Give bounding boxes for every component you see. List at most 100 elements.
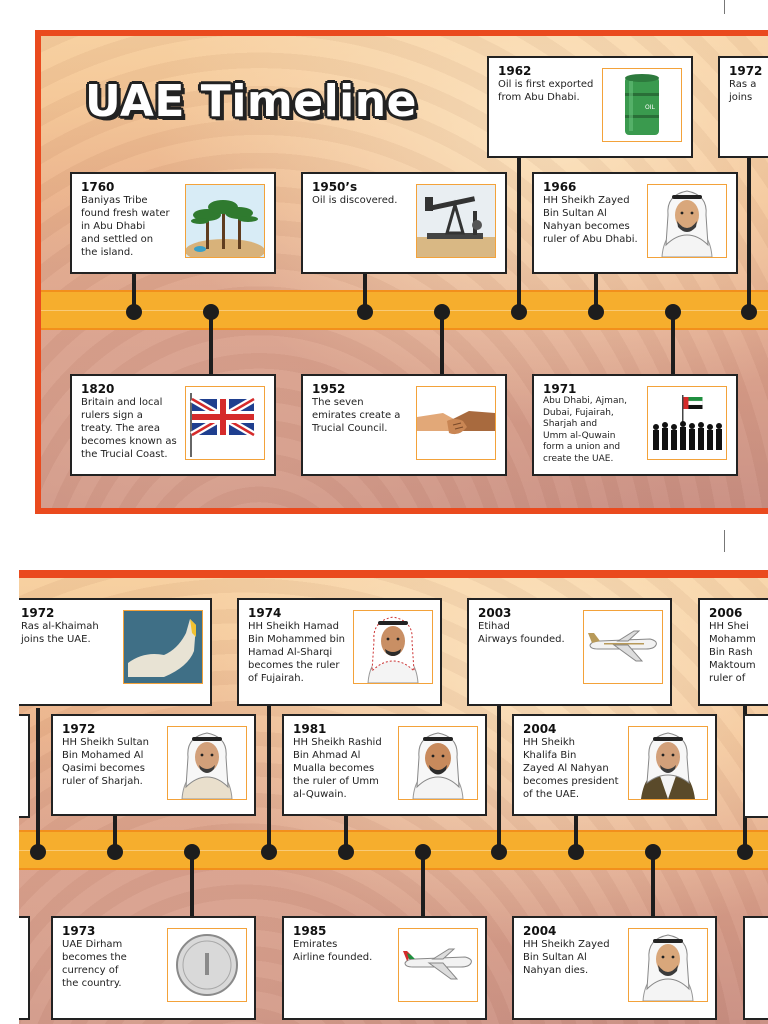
- event-card-1966: 1966 HH Sheikh Zayed Bin Sultan Al Nahya…: [532, 172, 738, 274]
- airplane-icon: [398, 928, 478, 1002]
- connector-stem: [190, 852, 194, 924]
- connector-stem: [497, 704, 501, 852]
- union-flag-icon: [185, 386, 265, 460]
- timeline-dot: [338, 844, 354, 860]
- timeline-dot: [645, 844, 661, 860]
- oil-pump-icon: [416, 184, 496, 258]
- event-card-2006-partial: 2006 HH Shei Mohamm Bin Rash Maktoum rul…: [698, 598, 768, 706]
- uae-flag-crowd-icon: [647, 386, 727, 460]
- timeline-band: [41, 290, 768, 330]
- event-year: 2004: [523, 924, 557, 938]
- event-description: HH Sheikh Rashid Bin Ahmad Al Mualla bec…: [293, 737, 382, 800]
- connector-stem: [36, 708, 40, 852]
- event-year: 1981: [293, 722, 327, 736]
- event-description: HH Sheikh Zayed Bin Sultan Al Nahyan bec…: [543, 195, 638, 245]
- timeline-dot: [30, 844, 46, 860]
- timeline-page-1: UAE Timeline 1760 Baniyas Tribe found fr…: [35, 30, 768, 514]
- page-edge-mark: [724, 0, 725, 14]
- event-description: Abu Dhabi, Ajman, Dubai, Fujairah, Sharj…: [543, 396, 628, 464]
- event-card-1972-rak: 1972 Ras al-Khaimah joins the UAE.: [19, 598, 212, 706]
- event-card-1760: 1760 Baniyas Tribe found fresh water in …: [70, 172, 276, 274]
- timeline-dot: [588, 304, 604, 320]
- connector-stem: [421, 852, 425, 924]
- event-description: Baniyas Tribe found fresh water in Abu D…: [81, 195, 170, 258]
- event-description: UAE Dirham becomes the currency of the c…: [62, 939, 127, 989]
- sheikh-portrait-icon: [167, 726, 247, 800]
- page-title: UAE Timeline: [85, 76, 417, 127]
- event-description: HH Sheikh Khalifa Bin Zayed Al Nahyan be…: [523, 737, 619, 800]
- event-year: 1820: [81, 382, 115, 396]
- event-year: 1972: [21, 606, 55, 620]
- event-year: 1972: [729, 64, 763, 78]
- event-description: HH Sheikh Zayed Bin Sultan Al Nahyan die…: [523, 939, 610, 976]
- sheikh-portrait-icon: [353, 610, 433, 684]
- event-card-1974: 1974 HH Sheikh Hamad Bin Mohammed bin Ha…: [237, 598, 442, 706]
- event-description: HH Sheikh Sultan Bin Mohamed Al Qasimi b…: [62, 737, 149, 787]
- timeline-band: [19, 830, 768, 870]
- event-card-1973: 1973 UAE Dirham becomes the currency of …: [51, 916, 256, 1020]
- event-description: HH Shei Mohamm Bin Rash Maktoum ruler of: [709, 621, 756, 684]
- event-year: 1952: [312, 382, 346, 396]
- sheikh-portrait-icon: [628, 726, 708, 800]
- timeline-dot: [203, 304, 219, 320]
- event-card-partial-right: [743, 916, 768, 1020]
- event-description: Ras a joins: [729, 79, 757, 103]
- uae-map-icon: [123, 610, 203, 684]
- event-card-partial-left: [19, 916, 30, 1020]
- connector-stem: [594, 272, 598, 312]
- event-description: Emirates Airline founded.: [293, 939, 373, 963]
- connector-stem: [440, 312, 444, 378]
- connector-stem: [132, 272, 136, 312]
- connector-stem: [113, 814, 117, 852]
- timeline-dot: [415, 844, 431, 860]
- event-description: Oil is first exported from Abu Dhabi.: [498, 79, 594, 103]
- event-year: 1985: [293, 924, 327, 938]
- event-card-1971: 1971 Abu Dhabi, Ajman, Dubai, Fujairah, …: [532, 374, 738, 476]
- event-description: Etihad Airways founded.: [478, 621, 565, 645]
- palm-oasis-icon: [185, 184, 265, 258]
- timeline-dot: [107, 844, 123, 860]
- event-description: Ras al-Khaimah joins the UAE.: [21, 621, 99, 645]
- page-edge-mark: [724, 530, 725, 552]
- event-description: HH Sheikh Hamad Bin Mohammed bin Hamad A…: [248, 621, 345, 684]
- event-card-1962: 1962 Oil is first exported from Abu Dhab…: [487, 56, 693, 158]
- timeline-page-2: 1972 Ras al-Khaimah joins the UAE. 1974 …: [19, 570, 768, 1024]
- connector-stem: [574, 814, 578, 852]
- event-card-1972-partial: 1972 Ras a joins: [718, 56, 768, 158]
- event-card-2003: 2003 Etihad Airways founded.: [467, 598, 672, 706]
- timeline-dot: [357, 304, 373, 320]
- timeline-dot: [184, 844, 200, 860]
- connector-stem: [209, 312, 213, 378]
- sheikh-portrait-icon: [647, 184, 727, 258]
- oil-barrel-icon: OIL: [602, 68, 682, 142]
- connector-stem: [651, 852, 655, 924]
- event-card-1950s: 1950’s Oil is discovered.: [301, 172, 507, 274]
- sheikh-portrait-icon: [628, 928, 708, 1002]
- event-card-2004-khalifa: 2004 HH Sheikh Khalifa Bin Zayed Al Nahy…: [512, 714, 717, 816]
- event-card-1952: 1952 The seven emirates create a Trucial…: [301, 374, 507, 476]
- event-year: 1950’s: [312, 180, 358, 194]
- event-card-1981: 1981 HH Sheikh Rashid Bin Ahmad Al Muall…: [282, 714, 487, 816]
- connector-stem: [671, 312, 675, 378]
- event-year: 1971: [543, 382, 577, 396]
- event-year: 1972: [62, 722, 96, 736]
- event-card-2004-zayed: 2004 HH Sheikh Zayed Bin Sultan Al Nahya…: [512, 916, 717, 1020]
- timeline-dot: [434, 304, 450, 320]
- timeline-dot: [741, 304, 757, 320]
- connector-stem: [363, 272, 367, 312]
- event-card-partial-left: [19, 714, 30, 818]
- timeline-dot: [568, 844, 584, 860]
- timeline-dot: [665, 304, 681, 320]
- event-year: 2006: [709, 606, 743, 620]
- event-card-1820: 1820 Britain and local rulers sign a tre…: [70, 374, 276, 476]
- connector-stem: [747, 156, 751, 312]
- event-card-1985: 1985 Emirates Airline founded.: [282, 916, 487, 1020]
- event-year: 1760: [81, 180, 115, 194]
- event-card-1972-sharjah: 1972 HH Sheikh Sultan Bin Mohamed Al Qas…: [51, 714, 256, 816]
- dirham-coin-icon: [167, 928, 247, 1002]
- event-year: 2003: [478, 606, 512, 620]
- airplane-icon: [583, 610, 663, 684]
- svg-text:OIL: OIL: [645, 104, 655, 111]
- connector-stem: [267, 704, 271, 852]
- connector-stem: [517, 156, 521, 312]
